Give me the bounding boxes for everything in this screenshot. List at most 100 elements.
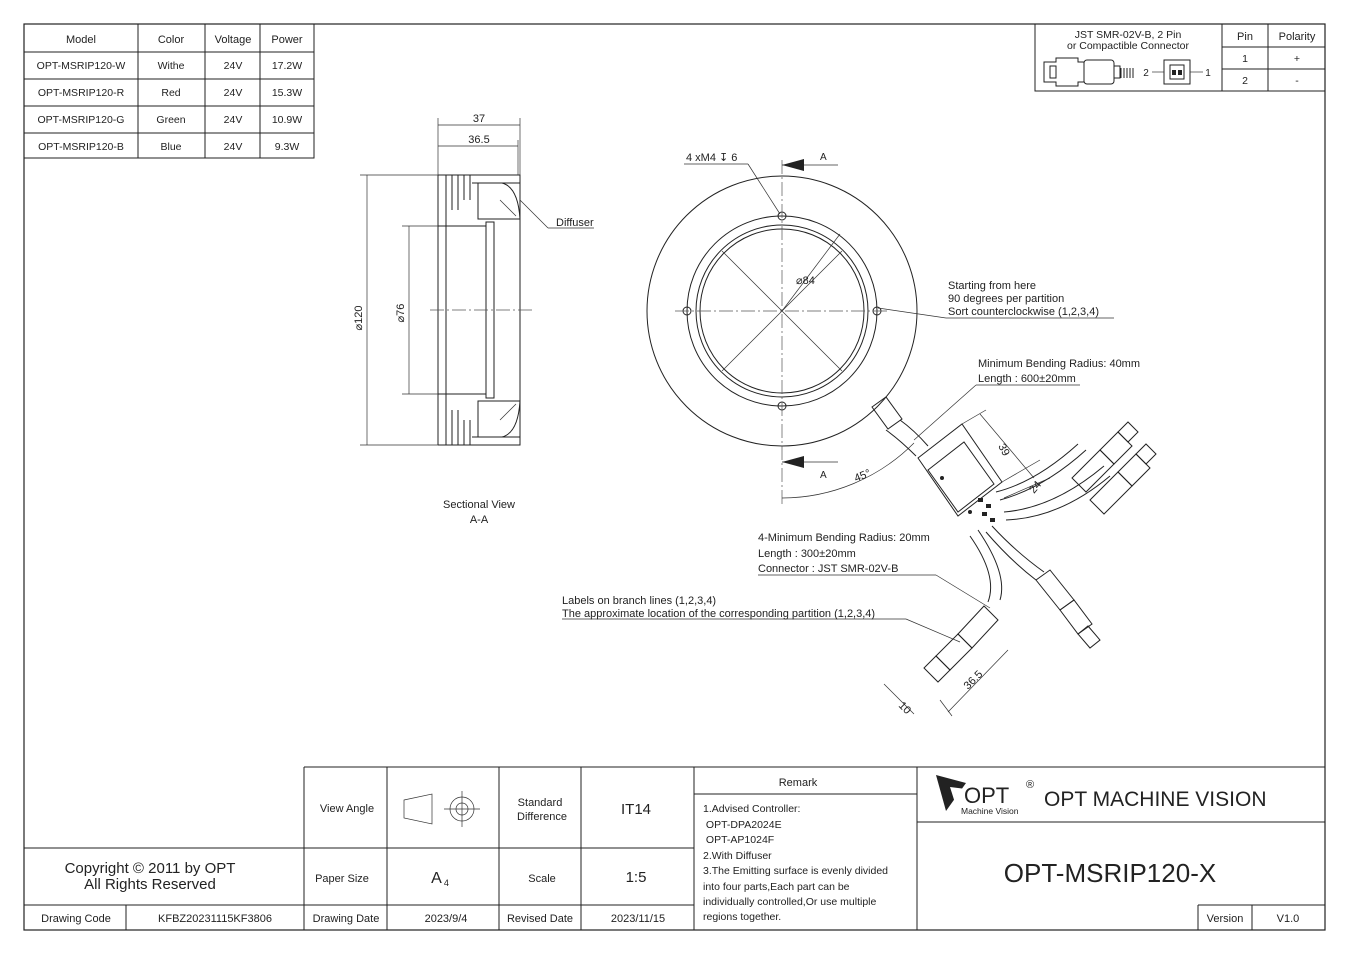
holes-label: 4 xM4 ↧ 6 (686, 152, 737, 164)
title-block: Copyright © 2011 by OPT All Rights Reser… (24, 766, 1325, 930)
remark-line: individually controlled,Or use multiple (703, 896, 876, 908)
pin-cell: 1 (1242, 53, 1248, 65)
dim-dia-120: ⌀120 (353, 306, 365, 331)
spec-cell: 24V (224, 114, 243, 126)
spec-header-power: Power (271, 34, 303, 46)
connector-pin2-label: 2 (1143, 68, 1149, 79)
branch-connector (923, 605, 999, 683)
remark-line: OPT-DPA2024E (703, 819, 782, 831)
copyright-line1: Copyright © 2011 by OPT (65, 860, 236, 877)
branch-note-1: 4-Minimum Bending Radius: 20mm (758, 532, 930, 544)
dim-36-5-connector: 36.5 (962, 668, 986, 692)
standard-difference-label: Standard (518, 797, 563, 809)
version-label: Version (1207, 913, 1244, 925)
spec-cell: 24V (224, 60, 243, 72)
spec-cell: Green (156, 114, 185, 126)
part-number: OPT-MSRIP120-X (1004, 858, 1216, 888)
spec-cell: 10.9W (272, 114, 302, 126)
remark-line: 2.With Diffuser (703, 850, 772, 862)
branch-note-2: Length : 300±20mm (758, 548, 856, 560)
spec-header-model: Model (66, 34, 96, 46)
spec-header-color: Color (158, 34, 185, 46)
dim-39: 39 (995, 442, 1011, 458)
drawing-date: 2023/9/4 (425, 913, 468, 925)
polarity-header: Polarity (1279, 31, 1316, 43)
remark-label: Remark (779, 777, 818, 789)
drawing-code-label: Drawing Code (41, 913, 111, 925)
scale: 1:5 (626, 869, 647, 886)
logo-subtext: Machine Vision (961, 806, 1019, 816)
labels-note-1: Labels on branch lines (1,2,3,4) (562, 595, 716, 607)
revised-date-label: Revised Date (507, 913, 573, 925)
diffuser-label: Diffuser (556, 217, 594, 229)
spec-cell: Blue (160, 141, 181, 153)
connector-title: JST SMR-02V-B, 2 Pin (1075, 29, 1182, 41)
branch-note-3: Connector : JST SMR-02V-B (758, 563, 898, 575)
sectional-view: 37 36.5 ⌀120 ⌀76 Diffuser Sectional View… (353, 113, 594, 526)
drawing-frame (23, 23, 1326, 931)
section-mark-bottom: A (820, 470, 827, 481)
company-name: OPT MACHINE VISION (1044, 788, 1266, 811)
scale-label: Scale (528, 873, 556, 885)
remark-line: into four parts,Each part can be (703, 881, 850, 893)
paper-size-label: Paper Size (315, 873, 369, 885)
remark-line: regions together. (703, 911, 781, 923)
dim-dia-84: ⌀84 (796, 275, 815, 287)
opt-logo: OPT ® Machine Vision (936, 775, 1034, 816)
spec-table: Model Color Voltage Power OPT-MSRIP120-W… (23, 23, 315, 159)
remark-line: 3.The Emitting surface is evenly divided (703, 865, 888, 877)
main-cable-note-2: Length : 600±20mm (978, 373, 1076, 385)
branch-connector (1089, 443, 1157, 515)
drawing-code: KFBZ20231115KF3806 (158, 913, 272, 925)
projection-symbol-icon (403, 791, 480, 827)
spec-cell: OPT-MSRIP120-W (37, 60, 126, 72)
spec-header-voltage: Voltage (215, 34, 252, 46)
copyright-line2: All Rights Reserved (84, 876, 216, 893)
drawing-date-label: Drawing Date (313, 913, 380, 925)
dim-37: 37 (473, 113, 485, 125)
dim-dia-76: ⌀76 (395, 304, 407, 323)
connector-subtitle: or Compactible Connector (1067, 40, 1189, 52)
partition-note-1: Starting from here (948, 280, 1036, 292)
remark-line: 1.Advised Controller: (703, 803, 800, 815)
branch-connector (1071, 421, 1139, 493)
view-angle-label: View Angle (320, 803, 374, 815)
revised-date: 2023/11/15 (611, 913, 665, 925)
labels-note-2: The approximate location of the correspo… (562, 608, 875, 620)
spec-cell: Withe (158, 60, 185, 72)
standard-difference-label-2: Difference (517, 811, 567, 823)
spec-cell: OPT-MSRIP120-B (38, 141, 124, 153)
spec-cell: 9.3W (275, 141, 300, 153)
section-mark-top: A (820, 152, 827, 163)
main-cable-note-1: Minimum Bending Radius: 40mm (978, 358, 1140, 370)
dim-36-5: 36.5 (468, 134, 489, 146)
logo-text: OPT (964, 783, 1009, 808)
dim-10: 10 (896, 700, 913, 717)
connector-pin1-label: 1 (1205, 68, 1211, 79)
spec-cell: 17.2W (272, 60, 302, 72)
connector-sketch: 2 1 (1043, 57, 1211, 87)
section-caption: Sectional View (443, 499, 515, 511)
remark-line: OPT-AP1024F (703, 834, 774, 846)
polarity-cell: - (1295, 75, 1299, 87)
polarity-cell: + (1294, 53, 1300, 65)
version: V1.0 (1277, 913, 1300, 925)
pin-header: Pin (1237, 31, 1253, 43)
logo-registered: ® (1026, 779, 1034, 791)
partition-note-2: 90 degrees per partition (948, 293, 1064, 305)
connector-table: JST SMR-02V-B, 2 Pin or Compactible Conn… (1034, 23, 1326, 92)
branch-connector (1035, 569, 1101, 649)
spec-cell: 24V (224, 87, 243, 99)
section-caption-sub: A-A (470, 514, 489, 526)
spec-cell: 15.3W (272, 87, 302, 99)
spec-cell: OPT-MSRIP120-R (38, 87, 125, 99)
standard-difference: IT14 (621, 801, 651, 818)
pin-cell: 2 (1242, 75, 1248, 87)
spec-cell: 24V (224, 141, 243, 153)
angle-45: 45° (853, 467, 873, 484)
partition-note-3: Sort counterclockwise (1,2,3,4) (948, 306, 1099, 318)
front-view: ⌀84 4 xM4 ↧ 6 A A 45° Starting from here… (562, 152, 1157, 717)
spec-cell: OPT-MSRIP120-G (38, 114, 125, 126)
